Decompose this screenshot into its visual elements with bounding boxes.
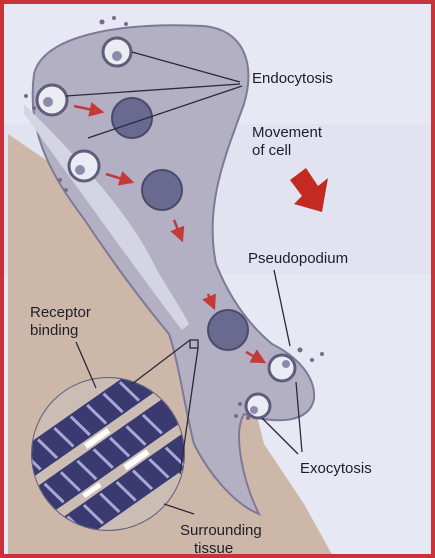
exocytosis-vesicle bbox=[246, 394, 270, 418]
label-surrounding: Surrounding bbox=[180, 522, 262, 539]
lysosome-vesicle bbox=[208, 310, 248, 350]
endocytosis-vesicle bbox=[103, 38, 131, 66]
label-endocytosis: Endocytosis bbox=[252, 70, 333, 87]
exocytosis-vesicle bbox=[269, 355, 295, 381]
label-binding: binding bbox=[30, 322, 78, 339]
endocytosis-vesicle bbox=[69, 151, 99, 181]
label-of-cell: of cell bbox=[252, 142, 291, 159]
label-pseudopodium: Pseudopodium bbox=[248, 250, 348, 267]
label-tissue: tissue bbox=[194, 540, 233, 557]
lysosome-vesicle bbox=[142, 170, 182, 210]
label-exocytosis: Exocytosis bbox=[300, 460, 372, 477]
label-receptor: Receptor bbox=[30, 304, 91, 321]
label-movement: Movement bbox=[252, 124, 322, 141]
endocytosis-vesicle bbox=[37, 85, 67, 115]
